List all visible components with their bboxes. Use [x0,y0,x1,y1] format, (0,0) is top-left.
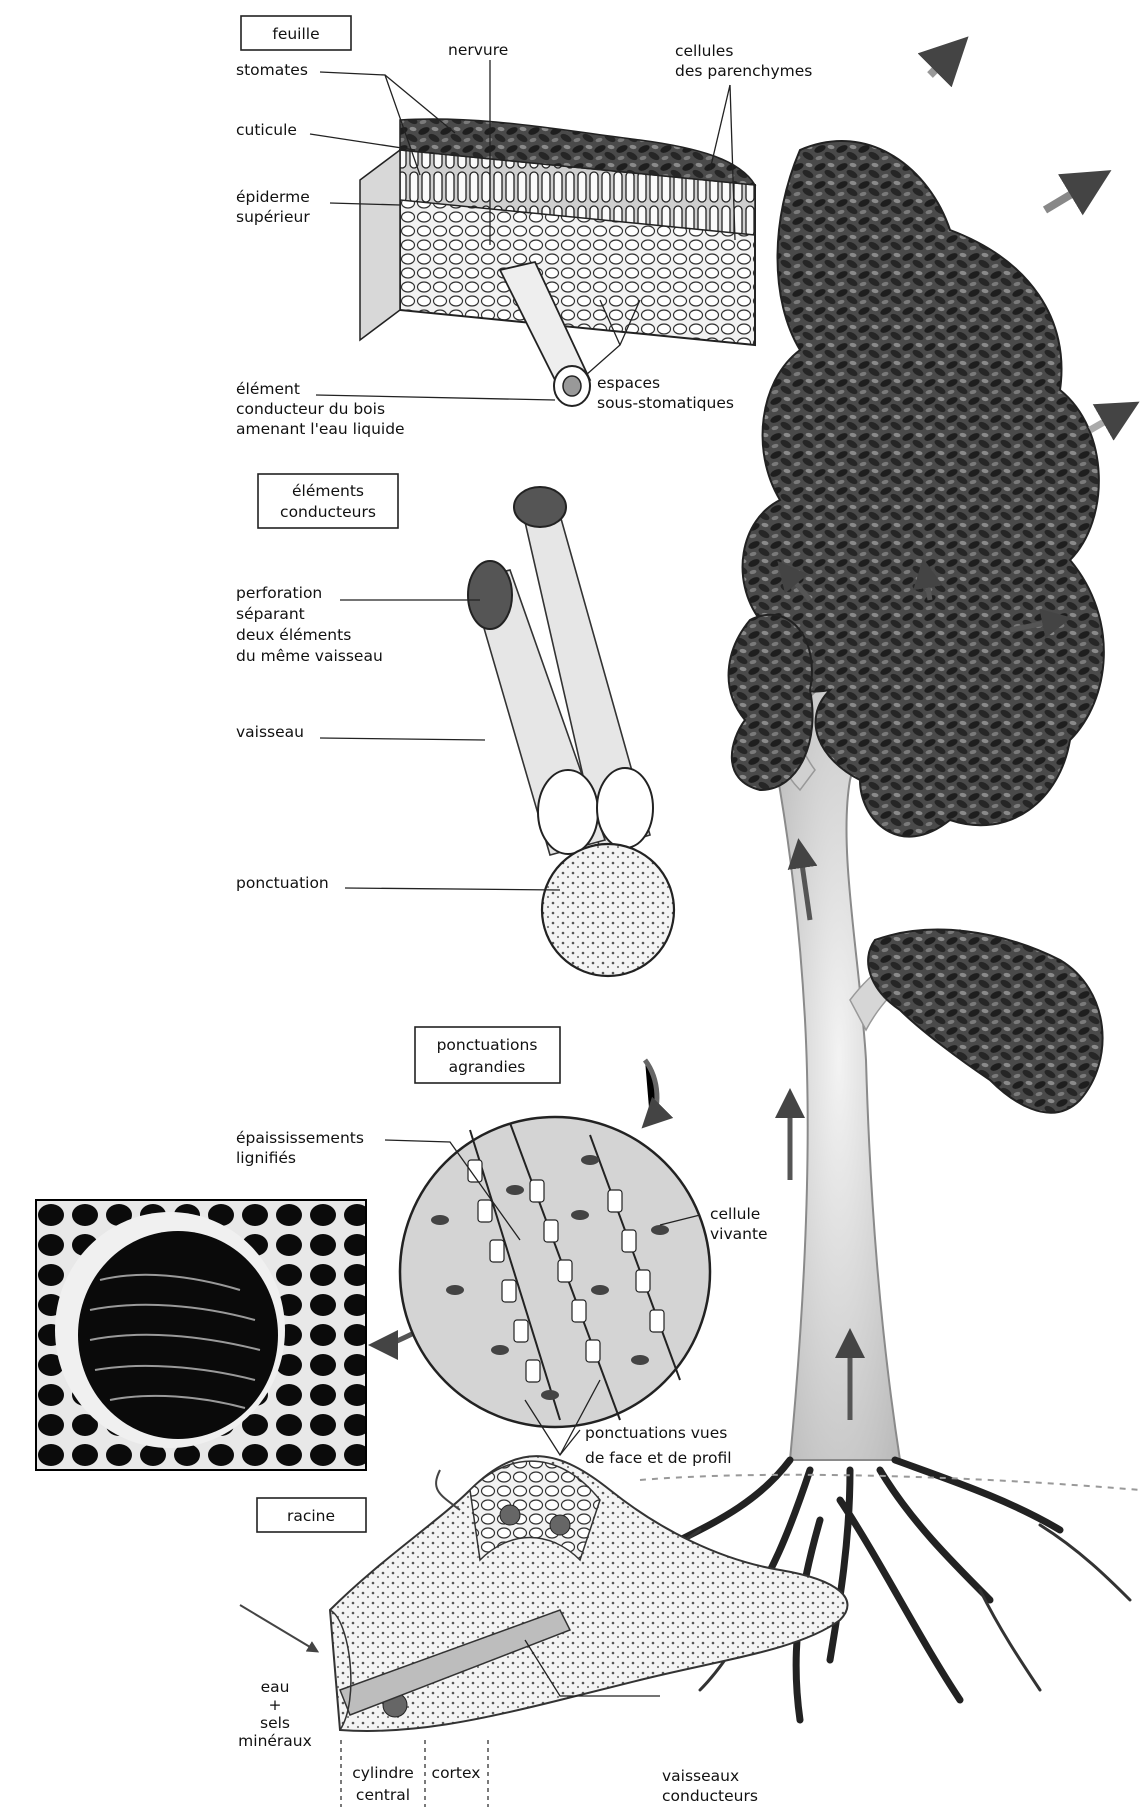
label-cortex: cortex [432,1764,481,1782]
svg-text:de face et de profil: de face et de profil [585,1449,732,1467]
svg-text:sels: sels [260,1714,290,1732]
svg-text:élément: élément [236,380,300,398]
svg-text:lignifiés: lignifiés [236,1149,296,1167]
section-box-elements: éléments conducteurs [258,474,398,528]
label-stomates: stomates [236,61,308,79]
vessel-illustration [468,487,674,976]
svg-text:+: + [269,1696,282,1714]
label-epiderme: épiderme supérieur [236,188,310,226]
svg-text:cellules: cellules [675,42,733,60]
svg-text:amenant l'eau liquide: amenant l'eau liquide [236,420,405,438]
label-epaississements: épaississements lignifiés [236,1129,364,1167]
label-nervure: nervure [448,41,508,59]
svg-text:éléments: éléments [292,482,364,500]
label-eau-sels: eau + sels minéraux [238,1678,312,1750]
svg-text:cellule: cellule [710,1205,760,1223]
micrograph-photo [36,1200,366,1470]
label-cellules: cellules des parenchymes [675,42,812,80]
svg-text:épiderme: épiderme [236,188,310,206]
svg-text:séparant: séparant [236,605,305,623]
water-uptake-arrow [240,1605,315,1650]
svg-text:cuticule: cuticule [236,121,297,139]
svg-text:feuille: feuille [272,25,319,43]
svg-text:ponctuation: ponctuation [236,874,329,892]
label-ponctuations-vues: ponctuations vues de face et de profil [585,1424,732,1467]
svg-text:vaisseaux: vaisseaux [662,1767,739,1785]
leaf-section-illustration [360,119,755,406]
svg-text:ponctuations vues: ponctuations vues [585,1424,727,1442]
svg-text:minéraux: minéraux [238,1732,312,1750]
svg-text:supérieur: supérieur [236,208,310,226]
svg-text:eau: eau [261,1678,290,1696]
label-cylindre-central: cylindre central [352,1764,414,1804]
svg-text:du même vaisseau: du même vaisseau [236,647,383,665]
pits-magnified-illustration [400,1117,710,1427]
svg-text:central: central [356,1786,410,1804]
flow-arrow-icon [1045,180,1095,210]
label-vaisseau: vaisseau [236,723,304,741]
svg-text:cortex: cortex [432,1764,481,1782]
label-cuticule: cuticule [236,121,297,139]
svg-text:cylindre: cylindre [352,1764,414,1782]
label-ponctuation: ponctuation [236,874,329,892]
svg-text:vaisseau: vaisseau [236,723,304,741]
label-vaisseaux-conducteurs: vaisseaux conducteurs [662,1767,758,1805]
svg-text:deux éléments: deux éléments [236,626,351,644]
svg-text:conducteurs: conducteurs [662,1787,758,1805]
label-perforation: perforation séparant deux éléments du mê… [236,584,383,665]
flow-arrow-icon [930,50,955,75]
svg-text:conducteur du bois: conducteur du bois [236,400,385,418]
flow-arrow-icon [645,1060,657,1120]
svg-text:stomates: stomates [236,61,308,79]
svg-text:agrandies: agrandies [449,1058,526,1076]
section-box-racine: racine [257,1498,366,1532]
flow-arrow-icon [1090,410,1125,430]
svg-text:perforation: perforation [236,584,322,602]
svg-text:conducteurs: conducteurs [280,503,376,521]
label-espaces: espaces sous-stomatiques [597,374,734,412]
section-box-feuille: feuille [241,16,351,50]
svg-text:espaces: espaces [597,374,660,392]
svg-text:racine: racine [287,1507,335,1525]
svg-text:des parenchymes: des parenchymes [675,62,812,80]
label-cellule-vivante: cellule vivante [710,1205,768,1243]
svg-text:épaississements: épaississements [236,1129,364,1147]
svg-text:ponctuations: ponctuations [437,1036,538,1054]
svg-text:nervure: nervure [448,41,508,59]
label-element-conducteur: élément conducteur du bois amenant l'eau… [236,380,405,438]
svg-text:vivante: vivante [710,1225,768,1243]
svg-text:sous-stomatiques: sous-stomatiques [597,394,734,412]
section-box-ponctuations: ponctuations agrandies [415,1027,560,1083]
